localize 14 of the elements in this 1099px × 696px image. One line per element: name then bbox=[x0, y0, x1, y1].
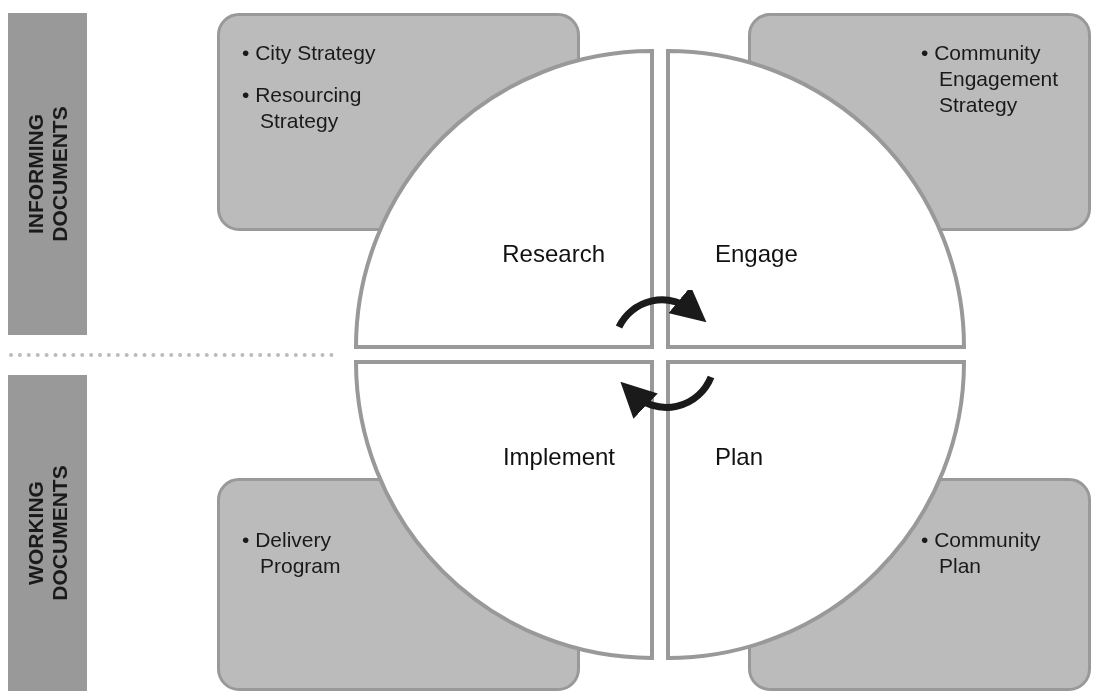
side-banner bbox=[8, 13, 87, 335]
stage-label: Plan bbox=[715, 442, 764, 472]
banner-title: INFORMING DOCUMENTS bbox=[23, 105, 72, 244]
bullet-item: • Resourcing Strategy bbox=[242, 82, 363, 134]
bullet-item: • Community Engagement Strategy bbox=[921, 40, 1060, 118]
bullet-item: • Delivery Program bbox=[242, 527, 342, 579]
stage-label: Engage bbox=[715, 239, 798, 269]
side-banner bbox=[8, 375, 87, 691]
stage-label: Implement bbox=[502, 442, 615, 472]
bullet-item: • City Strategy bbox=[242, 40, 377, 66]
banner-title: WORKING DOCUMENTS bbox=[23, 464, 72, 603]
bullet-item: • Community Plan bbox=[921, 527, 1042, 579]
stage-label: Research bbox=[502, 239, 605, 269]
curved-arrow bbox=[619, 375, 715, 419]
